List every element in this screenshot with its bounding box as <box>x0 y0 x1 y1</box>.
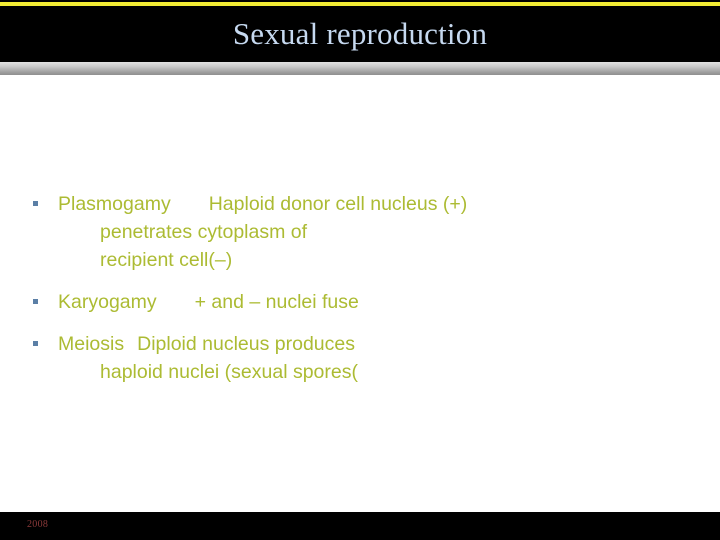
page-title: Sexual reproduction <box>232 16 488 51</box>
slide-header-band <box>0 6 720 62</box>
header-accent-stripe <box>0 2 720 6</box>
slide-footer-band <box>0 512 720 540</box>
list-item: Plasmogamy Haploid donor cell nucleus (+)… <box>24 190 674 274</box>
bullet-square-icon <box>33 341 38 346</box>
list-item-first-line: Karyogamy + and – nuclei fuse <box>58 288 674 316</box>
list-item-term: Meiosis <box>58 333 125 355</box>
list-item-definition-line-1: Diploid nucleus produces <box>137 333 355 355</box>
list-item-term: Karyogamy <box>58 291 157 313</box>
footer-year-note: 2008 <box>27 519 49 530</box>
list-item-term: Plasmogamy <box>58 193 171 215</box>
list-item-definition-line-2: penetrates cytoplasm of <box>100 221 308 243</box>
list-item-first-line: Meiosis Diploid nucleus produces <box>58 330 674 358</box>
bullet-square-icon <box>33 299 38 304</box>
list-item-definition-line-1: Haploid donor cell nucleus (+) <box>208 193 468 215</box>
list-item-definition-line-2: haploid nuclei (sexual spores( <box>100 361 358 383</box>
slide-body: Plasmogamy Haploid donor cell nucleus (+)… <box>24 190 674 386</box>
list-item-first-line: Plasmogamy Haploid donor cell nucleus (+) <box>58 190 674 218</box>
list-item-definition-line-1: + and – nuclei fuse <box>194 291 359 313</box>
header-divider-fade <box>0 75 720 81</box>
header-top-rule <box>0 0 720 2</box>
list-item: Karyogamy + and – nuclei fuse <box>24 288 674 316</box>
list-item: Meiosis Diploid nucleus produces haploid … <box>24 330 674 386</box>
bullet-square-icon <box>33 201 38 206</box>
list-item-definition-line-3: recipient cell(–) <box>100 249 233 271</box>
header-divider-gradient <box>0 62 720 75</box>
